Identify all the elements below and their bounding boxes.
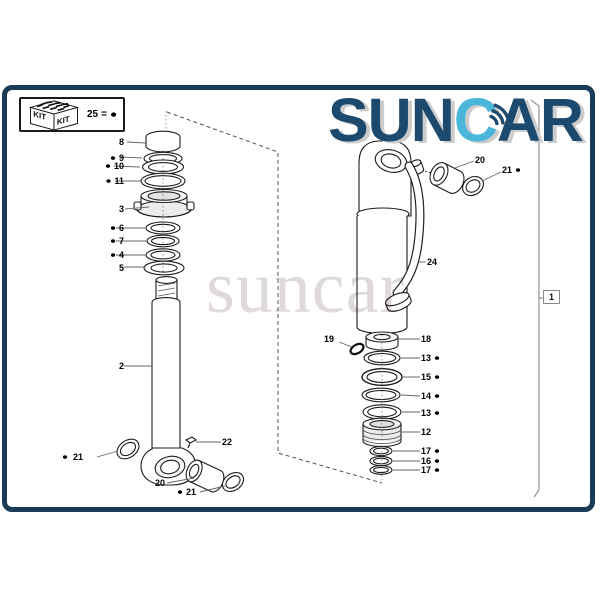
part-label-21-left: ●21 — [62, 452, 84, 462]
part-label-5: 5 — [118, 263, 124, 273]
part-label-13-lower: 13● — [421, 408, 441, 418]
part-label-16: 16● — [421, 456, 441, 466]
part-label-21-rod: ●21 — [177, 487, 197, 497]
diagram-frame — [2, 85, 595, 512]
kit-marker-icon: ● — [104, 161, 111, 171]
kit-face-left-text: KIT — [33, 109, 46, 121]
part-label-4: ●4 — [109, 250, 124, 260]
kit-marker-icon: ● — [434, 456, 441, 466]
kit-marker-icon: ● — [62, 452, 69, 462]
kit-marker-icon: ● — [434, 372, 441, 382]
kit-marker-icon: ● — [109, 223, 116, 233]
logo-letter-c: C — [453, 86, 498, 154]
cylinder-assembly-drawing — [349, 140, 484, 475]
part-label-18: 18 — [421, 334, 432, 344]
part-label-17-lower: 17● — [421, 465, 441, 475]
part-label-13-upper: 13● — [421, 353, 441, 363]
kit-marker-icon: ● — [434, 353, 441, 363]
centerlines — [162, 111, 383, 483]
kit-legend-box: KIT KIT 25=● — [19, 97, 125, 132]
kit-marker-icon: ● — [109, 108, 118, 121]
kit-marker-icon: ● — [434, 465, 441, 475]
part-label-20-rod: 20 — [155, 478, 166, 488]
kit-marker-icon: ● — [109, 153, 116, 163]
part-label-11: ●11 — [105, 176, 124, 186]
kit-marker-icon: ● — [109, 250, 116, 260]
part-label-24: 24 — [427, 257, 438, 267]
part-label-19: 19 — [324, 334, 335, 344]
kit-face-right-text: KIT — [57, 114, 70, 126]
part-label-6: ●6 — [109, 223, 124, 233]
part-label-7: ●7 — [109, 236, 124, 246]
part-label-17-upper: 17● — [421, 446, 441, 456]
part-label-20-head: 20 — [475, 155, 486, 165]
part-label-21-head: 21● — [502, 165, 522, 175]
logo-text-ar: AR — [496, 86, 584, 154]
part-label-9: ●9 — [109, 153, 124, 163]
part-label-12: 12 — [421, 427, 432, 437]
part-label-10: ●10 — [104, 161, 124, 171]
kit-marker-icon: ● — [434, 446, 441, 456]
rod-assembly-drawing — [116, 130, 245, 493]
part-label-22: 22 — [222, 437, 233, 447]
kit-marker-icon: ● — [105, 176, 112, 186]
assembly-ref-box: 1 — [543, 290, 560, 304]
part-label-8: 8 — [118, 137, 124, 147]
logo-text-sun: SUN — [328, 86, 455, 154]
kit-marker-icon: ● — [177, 487, 184, 497]
kit-marker-icon: ● — [515, 165, 522, 175]
leader-lines — [96, 141, 502, 493]
part-label-3: 3 — [118, 204, 124, 214]
part-label-2: 2 — [118, 361, 124, 371]
kit-cube-icon: KIT KIT — [28, 99, 80, 131]
kit-marker-icon: ● — [434, 408, 441, 418]
kit-marker-icon: ● — [109, 236, 116, 246]
logo-signal-waves-icon — [489, 103, 511, 125]
kit-marker-icon: ● — [434, 391, 441, 401]
part-label-14: 14● — [421, 391, 441, 401]
part-label-15: 15● — [421, 372, 441, 382]
boundary-dashed-line — [166, 111, 383, 484]
kit-legend-text: 25=● — [87, 108, 118, 121]
assembly-bracket-line — [530, 99, 543, 498]
